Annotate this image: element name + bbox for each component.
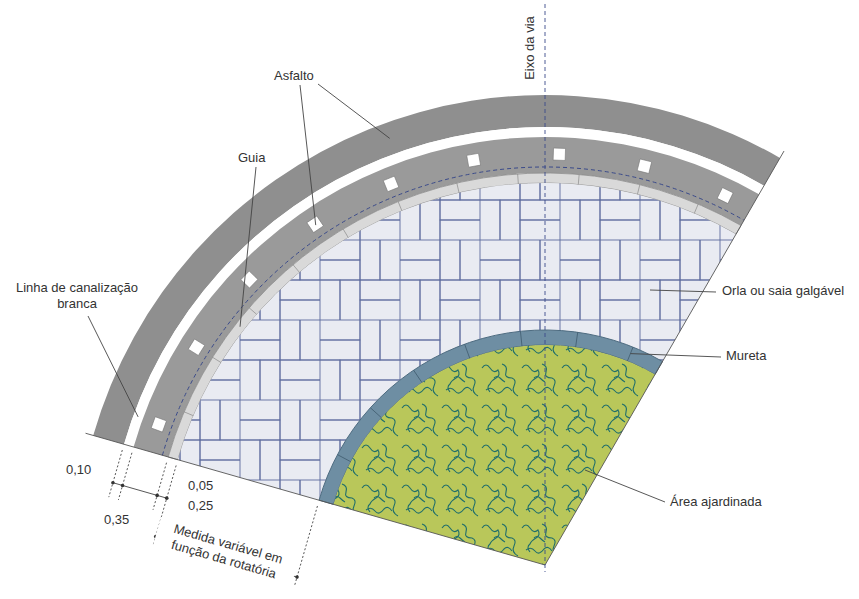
- part-label: Área ajardinada: [668, 494, 764, 510]
- white-marker: [637, 159, 652, 174]
- dimension-value: 0,25: [186, 498, 215, 514]
- leader-line: [318, 84, 390, 138]
- extension-line: [295, 506, 318, 585]
- part-label: Guia: [236, 150, 267, 166]
- curb-joint: [343, 229, 348, 238]
- extension-line: [118, 453, 132, 500]
- white-marker: [151, 417, 166, 432]
- curb-joint: [184, 412, 193, 416]
- axis-label: Eixo da via: [522, 14, 538, 82]
- wall-joint: [414, 370, 422, 382]
- dimension-value: 0,10: [64, 462, 93, 478]
- curb-joint: [694, 204, 698, 213]
- wall-joint: [576, 332, 578, 347]
- leader-line: [240, 167, 256, 327]
- curb-joint: [578, 174, 580, 184]
- white-marker: [188, 339, 205, 356]
- leader-line: [630, 354, 721, 357]
- garden-area: [334, 345, 656, 565]
- part-label: Orla ou saia galgável: [720, 283, 846, 299]
- road-axis: [545, 4, 546, 572]
- dimension-value: Medida variável em função da rotatória: [152, 517, 299, 587]
- white-marker: [553, 148, 565, 160]
- dimension-tick: [121, 484, 125, 488]
- extension-line: [153, 463, 167, 510]
- curb-joint: [213, 357, 221, 362]
- dimension-tick: [295, 575, 299, 579]
- dashed-line: [162, 167, 744, 455]
- curb-joint: [637, 185, 639, 195]
- dimension-tick: [111, 481, 115, 485]
- sector-edge: [545, 151, 784, 565]
- part-label: Linha de canalização branca: [10, 280, 144, 312]
- dimension-value: 0,05: [186, 478, 215, 494]
- leader-line: [88, 316, 138, 417]
- wall-joint: [465, 344, 470, 358]
- dimension-value: 0,35: [102, 512, 131, 528]
- wall-joint: [370, 408, 381, 418]
- leader-line: [300, 85, 316, 225]
- white-marker: [717, 188, 733, 204]
- leader-line: [650, 290, 716, 292]
- extension-line: [109, 450, 123, 497]
- dimension-line: [113, 483, 167, 498]
- curb-joint: [517, 174, 519, 184]
- curb-joint: [293, 265, 299, 273]
- wall-joint: [520, 331, 522, 346]
- white-marker: [467, 153, 481, 167]
- white-marker: [241, 271, 258, 288]
- leader-line: [585, 470, 665, 502]
- white-marker: [383, 176, 399, 192]
- part-label: Mureta: [724, 348, 768, 364]
- curb-joint: [398, 202, 402, 211]
- wall-joint: [338, 455, 351, 462]
- curb-joint: [457, 183, 459, 193]
- dimension-tick: [155, 494, 159, 498]
- curb-joint: [249, 308, 257, 315]
- dimension-tick: [165, 496, 169, 500]
- part-label: Asfalto: [272, 68, 316, 84]
